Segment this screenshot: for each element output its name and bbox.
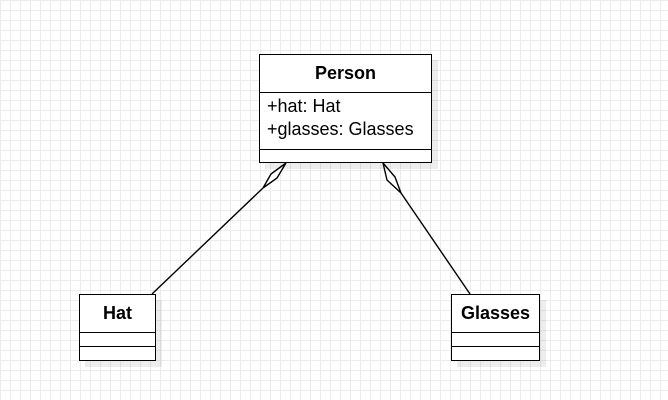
- aggregation-line-glasses: [400, 192, 471, 295]
- class-hat-operations: [80, 347, 155, 359]
- aggregation-person-hat[interactable]: [151, 162, 287, 295]
- class-hat-name: Hat: [80, 295, 155, 333]
- class-hat-attributes: [80, 333, 155, 347]
- aggregation-diamond-hat-icon: [262, 162, 287, 189]
- class-glasses[interactable]: Glasses: [451, 294, 540, 361]
- class-hat[interactable]: Hat: [79, 294, 156, 361]
- aggregation-diamond-glasses-icon: [382, 162, 402, 194]
- class-person-name: Person: [260, 55, 431, 93]
- aggregation-line-hat: [151, 187, 264, 295]
- aggregation-person-glasses[interactable]: [382, 162, 471, 295]
- class-glasses-attributes: [452, 333, 539, 347]
- class-glasses-operations: [452, 347, 539, 359]
- class-person-attributes: +hat: Hat +glasses: Glasses: [260, 93, 431, 150]
- attribute-hat: +hat: Hat: [267, 96, 341, 116]
- class-person-operations: [260, 150, 431, 162]
- class-glasses-name: Glasses: [452, 295, 539, 333]
- class-person[interactable]: Person +hat: Hat +glasses: Glasses: [259, 54, 432, 163]
- attribute-glasses: +glasses: Glasses: [267, 119, 414, 139]
